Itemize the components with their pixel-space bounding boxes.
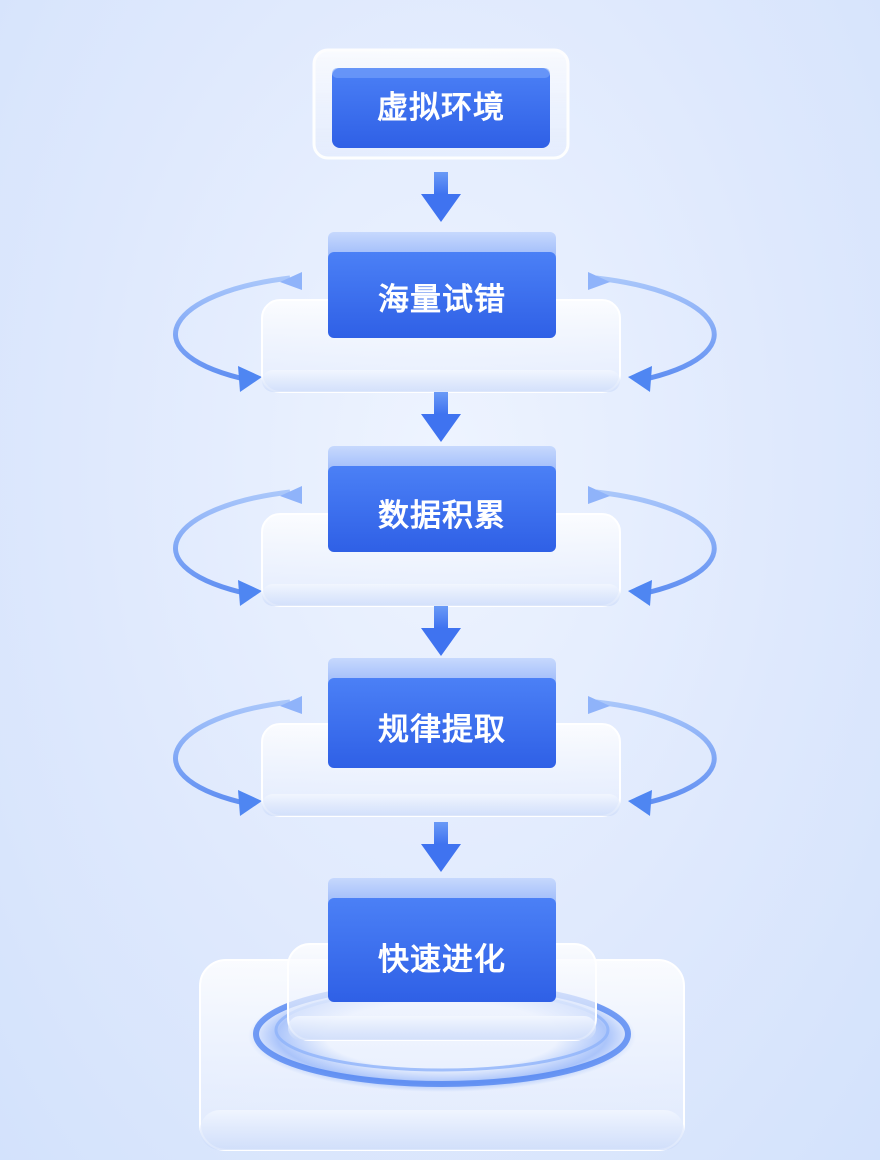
down-arrow-3 — [421, 606, 461, 656]
down-arrow-4 — [421, 822, 461, 872]
cycle-arc-left-3 — [173, 489, 291, 595]
cycle-arc-right-4 — [595, 699, 717, 805]
down-arrow-1 — [421, 172, 461, 222]
step-2-label: 海量试错 — [378, 282, 506, 318]
down-arrow-2 — [421, 392, 461, 442]
cycle-arc-left-2 — [173, 275, 291, 381]
step-1-block — [332, 68, 550, 148]
step-3-label: 数据积累 — [378, 498, 506, 534]
cycle-arc-right-2 — [595, 275, 717, 381]
step-2-node: 海量试错 — [173, 232, 717, 393]
step-3-node: 数据积累 — [173, 446, 717, 607]
step-1-label: 虚拟环境 — [377, 90, 505, 126]
step-5-node: 快速进化 — [199, 878, 685, 1151]
step-2-block — [328, 252, 556, 338]
step-4-label: 规律提取 — [378, 712, 506, 748]
step-5-block — [328, 898, 556, 1002]
step-1-node: 虚拟环境 — [312, 48, 570, 160]
step-4-node: 规律提取 — [173, 658, 717, 817]
step-5-label: 快速进化 — [378, 942, 506, 978]
cycle-arc-left-4 — [173, 699, 291, 805]
step-3-block — [328, 466, 556, 552]
step-4-block — [328, 678, 556, 768]
cycle-arc-right-3 — [595, 489, 717, 595]
